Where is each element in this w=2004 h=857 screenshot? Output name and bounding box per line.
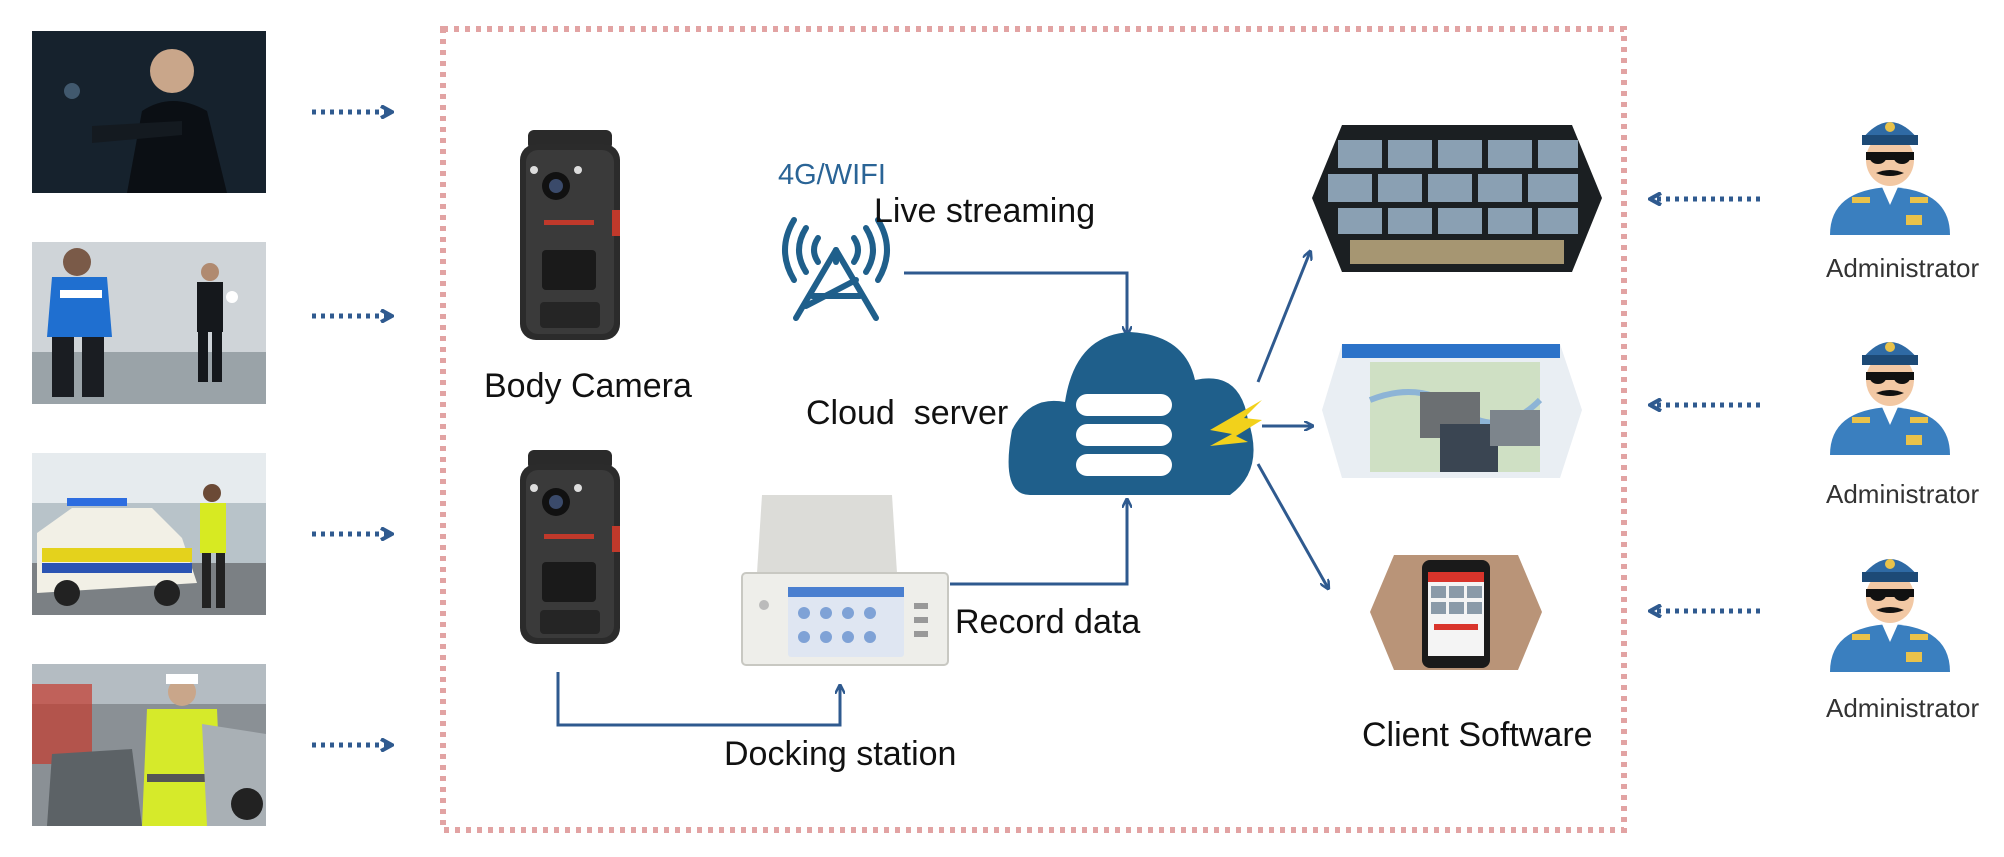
cloud-server-icon [1008,332,1254,495]
network-label: 4G/WIFI [778,159,886,191]
administrator-avatar-icon [1830,122,1950,235]
body-camera-icon-2 [520,450,620,644]
docking-station-label: Docking station [724,735,957,773]
administrator-avatar-icon-3 [1830,559,1950,672]
record-data-connector [950,500,1127,586]
lightning-bolt-icon [1210,400,1262,446]
scene-photo-police-car [32,453,266,615]
docking-connector [556,672,840,727]
record-data-label: Record data [955,603,1141,641]
live-streaming-label: Live streaming [874,192,1096,230]
scene-photo-traffic-officer [32,664,266,826]
client-software-label: Client Software [1362,716,1593,754]
cloud-to-monitor-arrow [1256,252,1310,383]
antenna-tower-icon [782,217,890,321]
monitoring-wall-icon [1312,125,1602,272]
map-software-icon [1322,344,1582,478]
scene-photo-security-guards [32,242,266,404]
administrator-label: Administrator [1826,479,1980,509]
live-streaming-connector [904,271,1127,334]
docking-station-icon [741,495,949,666]
mobile-app-icon [1370,555,1542,670]
scene-arrows [312,112,392,745]
admin-arrows [1650,199,1760,611]
body-camera-icon [520,130,620,340]
body-camera-label: Body Camera [484,367,692,405]
administrator-label: Administrator [1826,693,1980,723]
cloud-server-label: Cloud server [806,394,1009,432]
scene-photo-officer-aiming [32,31,266,193]
administrator-label: Administrator [1826,253,1980,283]
cloud-to-phone-arrow [1256,463,1328,588]
administrator-avatar-icon-2 [1830,342,1950,455]
